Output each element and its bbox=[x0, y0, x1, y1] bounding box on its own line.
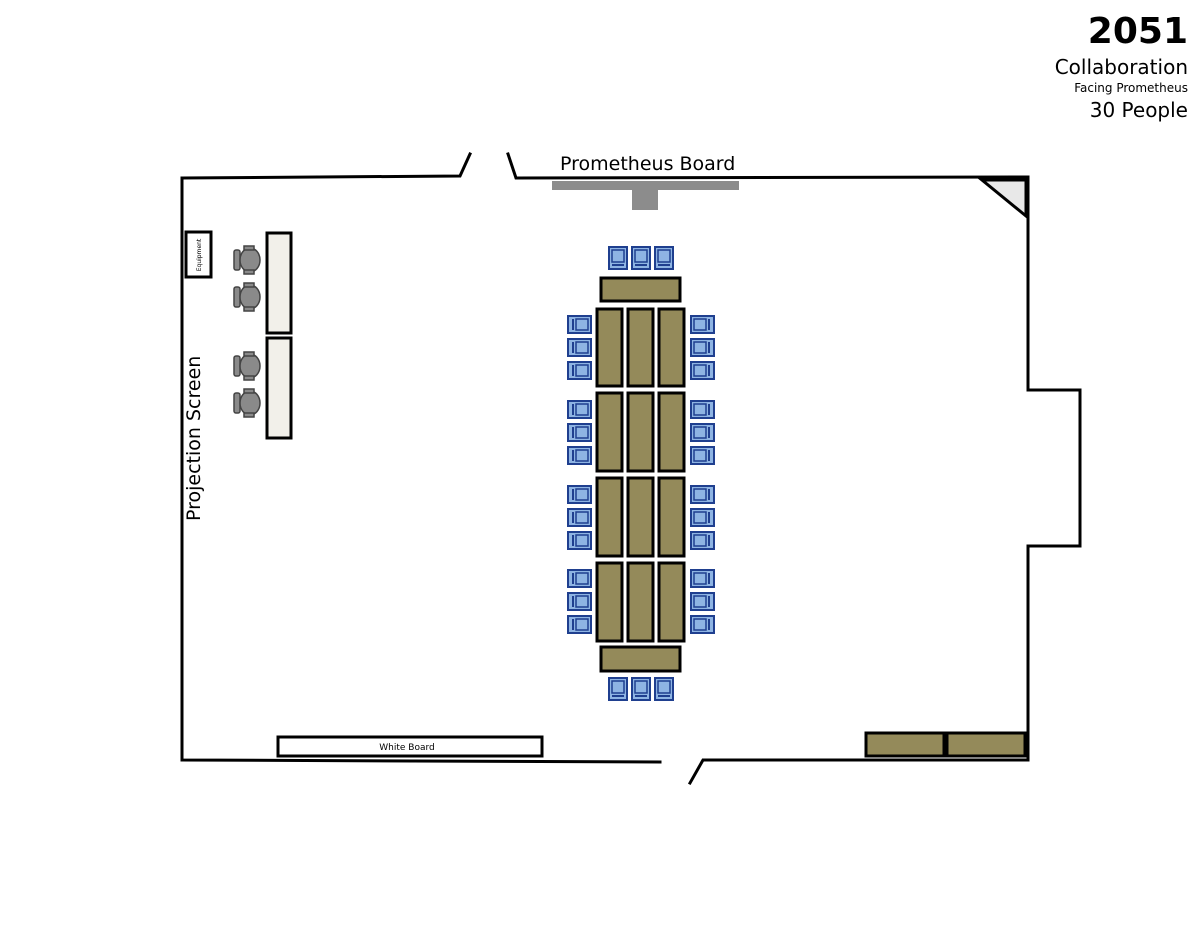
table bbox=[595, 476, 624, 558]
chair bbox=[608, 246, 628, 270]
chair bbox=[690, 508, 715, 527]
chair bbox=[690, 531, 715, 550]
projection-screen-label: Projection Screen bbox=[183, 356, 205, 521]
table bbox=[626, 391, 655, 473]
chair bbox=[608, 677, 628, 701]
chair bbox=[654, 677, 674, 701]
capacity: 30 People bbox=[1089, 98, 1188, 122]
office-chair bbox=[233, 282, 261, 312]
chair bbox=[690, 361, 715, 380]
chair bbox=[567, 423, 592, 442]
chair bbox=[690, 423, 715, 442]
white-board-label: White Board bbox=[379, 743, 434, 753]
instructor-desk-upper bbox=[265, 231, 293, 335]
room-header: 2051 Collaboration Facing Prometheus 30 … bbox=[1055, 10, 1188, 124]
chair bbox=[567, 615, 592, 634]
wall-top-left bbox=[180, 152, 472, 180]
table bbox=[595, 307, 624, 388]
table bbox=[626, 476, 655, 558]
chair bbox=[690, 446, 715, 465]
table-foot bbox=[599, 645, 682, 673]
prometheus-board bbox=[552, 181, 739, 210]
table bbox=[626, 307, 655, 388]
facing-note: Facing Prometheus bbox=[1074, 81, 1188, 95]
table bbox=[657, 561, 686, 643]
corner-marker bbox=[977, 178, 1028, 220]
table bbox=[657, 391, 686, 473]
chair bbox=[690, 485, 715, 504]
chair bbox=[631, 677, 651, 701]
chair bbox=[567, 446, 592, 465]
side-table bbox=[864, 731, 946, 758]
conference-tables bbox=[595, 276, 686, 673]
side-table bbox=[945, 731, 1027, 758]
prometheus-board-label: Prometheus Board bbox=[560, 153, 735, 175]
chair bbox=[690, 592, 715, 611]
office-chair bbox=[233, 351, 261, 381]
instructor-desk-lower bbox=[265, 336, 293, 440]
chair bbox=[567, 485, 592, 504]
equipment-cabinet bbox=[184, 230, 213, 279]
chair bbox=[690, 315, 715, 334]
chair bbox=[567, 400, 592, 419]
table bbox=[595, 561, 624, 643]
chair bbox=[690, 569, 715, 588]
room-number: 2051 bbox=[1087, 11, 1188, 52]
chair bbox=[631, 246, 651, 270]
table bbox=[595, 391, 624, 473]
equipment-label: Equipment bbox=[196, 238, 203, 271]
table bbox=[657, 307, 686, 388]
office-chair bbox=[233, 245, 261, 275]
chair bbox=[567, 361, 592, 380]
table bbox=[657, 476, 686, 558]
chair bbox=[690, 615, 715, 634]
chair bbox=[567, 338, 592, 357]
wall-top-right bbox=[506, 152, 1082, 786]
layout-name: Collaboration bbox=[1054, 55, 1188, 79]
chair bbox=[690, 338, 715, 357]
chair bbox=[690, 400, 715, 419]
office-chairs bbox=[233, 245, 261, 418]
chair bbox=[567, 531, 592, 550]
office-chair bbox=[233, 388, 261, 418]
table bbox=[626, 561, 655, 643]
chair bbox=[567, 315, 592, 334]
table-head bbox=[599, 276, 682, 303]
chair bbox=[567, 569, 592, 588]
white-board bbox=[276, 735, 544, 758]
chair bbox=[567, 592, 592, 611]
wall-left-bottom bbox=[180, 176, 662, 764]
walls bbox=[180, 152, 1082, 786]
chair bbox=[654, 246, 674, 270]
chair bbox=[567, 508, 592, 527]
